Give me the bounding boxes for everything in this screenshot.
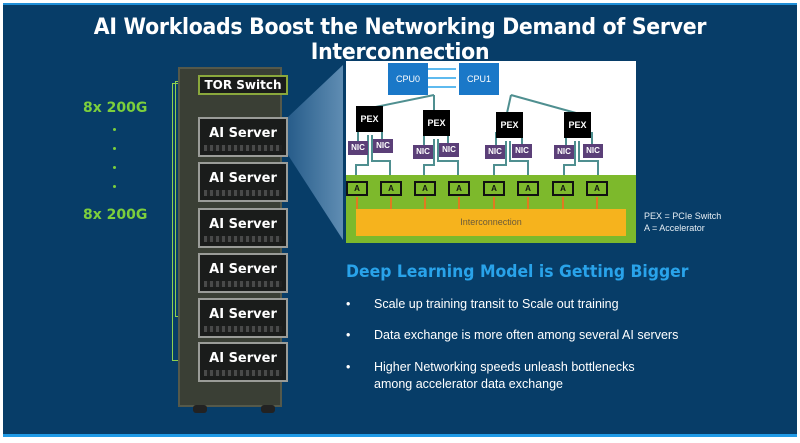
ellipsis-dot xyxy=(113,128,116,131)
ai-server-label: AI Server xyxy=(209,351,277,366)
ai-server: AI Server xyxy=(198,162,288,202)
accelerator: A xyxy=(517,181,539,196)
nic: NIC xyxy=(512,144,532,158)
ellipsis-dot xyxy=(113,147,116,150)
bullet-text: Scale up training transit to Scale out t… xyxy=(374,297,619,311)
legend-item: PEX = PCIe Switch xyxy=(644,211,722,221)
ai-server-label: AI Server xyxy=(209,262,277,277)
legend: PEX = PCIe Switch A = Accelerator xyxy=(644,210,721,234)
pex-switch: PEX xyxy=(564,112,591,138)
slide: AI Workloads Boost the Networking Demand… xyxy=(3,3,797,437)
link-stub xyxy=(596,197,598,209)
ai-server: AI Server xyxy=(198,117,288,157)
nic: NIC xyxy=(348,141,368,155)
accelerator: A xyxy=(414,181,436,196)
ai-server: AI Server xyxy=(198,342,288,382)
nic: NIC xyxy=(373,139,393,153)
topology-diagram: CPU0 CPU1 PEX PEX PEX PEX NIC NIC NIC NI… xyxy=(346,61,636,243)
legend-item: A = Accelerator xyxy=(644,223,705,233)
pex-switch: PEX xyxy=(356,106,383,132)
tor-switch: TOR Switch xyxy=(198,75,288,95)
link-stub xyxy=(390,197,392,209)
section-heading: Deep Learning Model is Getting Bigger xyxy=(346,262,689,282)
bullet-text: Data exchange is more often among severa… xyxy=(374,328,679,342)
ellipsis-dot xyxy=(113,166,116,169)
tor-switch-label: TOR Switch xyxy=(204,78,282,92)
rack-foot xyxy=(193,405,207,413)
pex-switch: PEX xyxy=(496,112,523,138)
ai-server: AI Server xyxy=(198,253,288,293)
accelerator: A xyxy=(586,181,608,196)
nic: NIC xyxy=(554,145,574,159)
bullet-item: •Higher Networking speeds unleash bottle… xyxy=(346,359,674,393)
ai-server-label: AI Server xyxy=(209,171,277,186)
ai-server-label: AI Server xyxy=(209,217,277,232)
ai-server-label: AI Server xyxy=(209,126,277,141)
accelerator: A xyxy=(552,181,574,196)
accelerator: A xyxy=(346,181,368,196)
accelerator: A xyxy=(483,181,505,196)
cpu1-block: CPU1 xyxy=(459,63,499,95)
pex-switch: PEX xyxy=(423,110,450,136)
link-stub xyxy=(562,197,564,209)
ai-server: AI Server xyxy=(198,298,288,338)
nic: NIC xyxy=(485,145,505,159)
link-stub xyxy=(356,197,358,209)
speed-label-top: 8x 200G xyxy=(83,100,148,116)
ai-server: AI Server xyxy=(198,208,288,248)
link-stub xyxy=(493,197,495,209)
rack-foot xyxy=(261,405,275,413)
link-stub xyxy=(458,197,460,209)
nic: NIC xyxy=(413,145,433,159)
link-stub xyxy=(527,197,529,209)
accelerator: A xyxy=(448,181,470,196)
speed-label-bottom: 8x 200G xyxy=(83,207,148,223)
link-stub xyxy=(424,197,426,209)
ellipsis-dot xyxy=(113,185,116,188)
slide-title: AI Workloads Boost the Networking Demand… xyxy=(93,15,707,65)
nic: NIC xyxy=(583,144,603,158)
bullet-item: •Scale up training transit to Scale out … xyxy=(346,296,754,313)
bullet-text: Higher Networking speeds unleash bottlen… xyxy=(374,360,635,391)
zoom-beam xyxy=(288,65,343,240)
cpu0-block: CPU0 xyxy=(388,63,428,95)
nic: NIC xyxy=(439,143,459,157)
ai-server-label: AI Server xyxy=(209,307,277,322)
interconnection-bar: Interconnection xyxy=(356,209,626,236)
accelerator: A xyxy=(380,181,402,196)
bullet-item: •Data exchange is more often among sever… xyxy=(346,327,754,344)
